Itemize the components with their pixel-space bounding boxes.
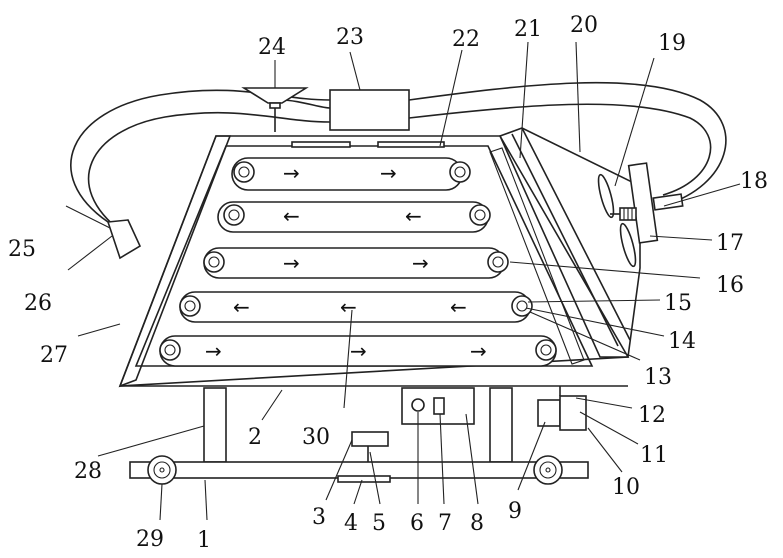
fan-assembly xyxy=(595,163,682,267)
label-28: 28 xyxy=(74,459,102,484)
belt-arrow: ← xyxy=(340,295,357,319)
belt-arrow: ← xyxy=(450,295,467,319)
label-1: 1 xyxy=(197,528,211,553)
belt-arrow: → xyxy=(283,251,300,275)
label-3: 3 xyxy=(312,505,326,530)
label-18: 18 xyxy=(740,169,768,194)
label-20: 20 xyxy=(570,13,598,38)
belt-arrow: → xyxy=(283,161,300,185)
belt-arrow: ← xyxy=(405,204,422,228)
label-4: 4 xyxy=(344,511,358,536)
label-10: 10 xyxy=(612,475,640,500)
label-5: 5 xyxy=(372,511,386,536)
top-box xyxy=(330,90,409,130)
belt-arrow: → xyxy=(412,251,429,275)
label-26: 26 xyxy=(24,291,52,316)
control-box xyxy=(402,388,474,424)
label-6: 6 xyxy=(410,511,424,536)
belt-arrow: → xyxy=(350,339,367,363)
label-21: 21 xyxy=(514,17,542,42)
belt-arrow: ← xyxy=(233,295,250,319)
belt-arrow: ← xyxy=(283,204,300,228)
label-22: 22 xyxy=(452,27,480,52)
belt-arrow: → xyxy=(205,339,222,363)
label-7: 7 xyxy=(438,511,452,536)
label-8: 8 xyxy=(470,511,484,536)
label-13: 13 xyxy=(644,365,672,390)
label-30: 30 xyxy=(302,425,330,450)
label-27: 27 xyxy=(40,343,68,368)
label-23: 23 xyxy=(336,25,364,50)
label-12: 12 xyxy=(638,403,666,428)
label-24: 24 xyxy=(258,35,286,60)
label-29: 29 xyxy=(136,527,164,552)
label-14: 14 xyxy=(668,329,696,354)
label-15: 15 xyxy=(664,291,692,316)
feed-hopper xyxy=(244,88,306,132)
label-11: 11 xyxy=(640,443,668,468)
motor-unit xyxy=(538,386,586,430)
belt-arrow: → xyxy=(380,161,397,185)
belt-arrow: → xyxy=(470,339,487,363)
label-19: 19 xyxy=(658,31,686,56)
label-17: 17 xyxy=(716,231,744,256)
label-2: 2 xyxy=(248,425,262,450)
label-16: 16 xyxy=(716,273,744,298)
left-connector xyxy=(108,220,140,258)
label-25: 25 xyxy=(8,237,36,262)
label-9: 9 xyxy=(508,499,522,524)
